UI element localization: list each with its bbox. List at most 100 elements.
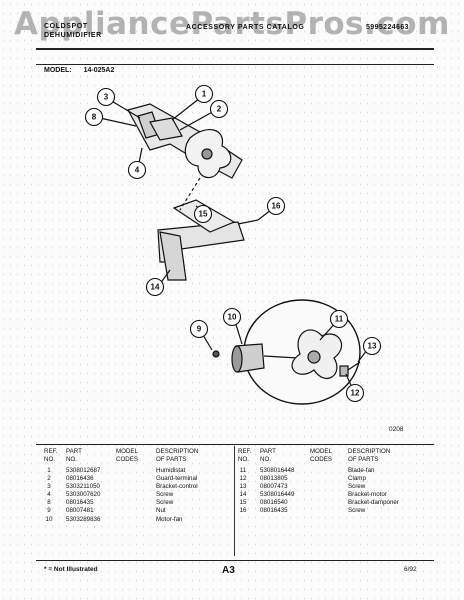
hdr-part-r-1: PART — [260, 448, 276, 455]
part-no-cell: 5308016448 — [260, 467, 295, 474]
description-cell: Motor-fan — [156, 515, 183, 523]
part-no-cell: 08016540 — [260, 499, 288, 507]
brand-line-2: DEHUMIDIFIER — [44, 32, 102, 39]
part-no-cell: 5308012687 — [66, 467, 101, 474]
ref-cell: 16 — [239, 507, 247, 515]
hdr-ref-r: REF. NO. — [238, 448, 251, 463]
catalog-part-number: 5995224663 — [366, 24, 409, 31]
description-cell: Screw — [348, 483, 366, 491]
brand-block: COLDSPOT DEHUMIDIFIER — [44, 22, 102, 40]
bracket-leg-shape — [159, 231, 187, 281]
hdr-desc-1: DESCRIPTION — [156, 448, 199, 455]
hdr-codes: MODEL CODES — [116, 448, 138, 463]
callout-8 — [84, 107, 104, 127]
guard-terminal-shape — [149, 117, 183, 141]
hdr-ref-r-1: REF. — [238, 448, 252, 455]
callout-9 — [189, 319, 209, 339]
callout-11 — [329, 309, 349, 329]
hdr-part-r-2: NO. — [260, 455, 272, 463]
nut-shape — [212, 350, 220, 358]
diagram-code: 0208 — [389, 426, 404, 433]
hdr-ref: REF. NO. — [44, 448, 57, 463]
callout-text-8: 8 — [92, 113, 97, 122]
callout-text-3: 3 — [104, 93, 109, 102]
catalog-title: ACCESSORY PARTS CATALOG — [186, 24, 305, 31]
footnote: * = Not Illustrated — [44, 566, 98, 573]
callout-text-12: 12 — [351, 389, 360, 398]
part-no-cell: 08013805 — [260, 475, 288, 483]
ref-cell: 11 — [239, 467, 247, 474]
ref-cell: 9 — [47, 507, 51, 515]
callout-text-9: 9 — [197, 325, 202, 334]
part-no-cell: 5303007620 — [66, 491, 101, 499]
callout-text-1: 1 — [202, 90, 207, 99]
callout-13 — [362, 336, 382, 356]
ref-cell: 3 — [47, 483, 51, 491]
part-no-cell: 08016435 — [66, 499, 94, 507]
callout-text-13: 13 — [368, 342, 377, 351]
hdr-ref-2: NO. — [44, 455, 56, 463]
description-cell: Screw — [348, 507, 366, 515]
table-top-rule — [36, 444, 434, 445]
part-no-cell: 08007473 — [260, 483, 288, 491]
screw-16-shape — [237, 219, 259, 225]
hdr-desc-2: OF PARTS — [156, 455, 187, 463]
callout-text-2: 2 — [217, 105, 222, 114]
screw-13-shape — [347, 361, 361, 371]
fan-hub-shape — [307, 350, 321, 364]
hdr-part: PART NO. — [66, 448, 82, 463]
description-cell: Bracket-control — [156, 483, 198, 491]
hdr-desc: DESCRIPTION OF PARTS — [156, 448, 198, 463]
revision-date: 6/92 — [404, 566, 417, 573]
hdr-desc-r-1: DESCRIPTION — [348, 448, 391, 455]
part-no-cell: 5303289836 — [66, 515, 101, 523]
description-cell: Humidistat — [156, 467, 186, 474]
model-line: MODEL:14-025A2 — [44, 67, 114, 74]
parts-table-right: REF. NO. PART NO. MODEL CODES DESCRIPTIO… — [238, 448, 438, 568]
model-rule — [36, 64, 434, 65]
description-cell: Screw — [156, 499, 174, 507]
callout-2 — [209, 99, 229, 119]
assembly-line — [179, 177, 201, 211]
callout-text-15: 15 — [199, 210, 208, 219]
motor-shaft-shape — [263, 355, 299, 359]
description-cell: Clamp — [348, 475, 366, 483]
hdr-ref-1: REF. — [44, 448, 58, 455]
table-divider — [234, 446, 235, 556]
hdr-codes-r-1: MODEL — [310, 448, 333, 455]
callout-text-14: 14 — [151, 283, 160, 292]
callout-12 — [345, 383, 365, 403]
callout-3 — [96, 87, 116, 107]
ref-cell: 15 — [239, 499, 247, 507]
callout-4 — [127, 160, 147, 180]
parts-table-left: REF. NO. PART NO. MODEL CODES DESCRIPTIO… — [44, 448, 234, 568]
page-number: A3 — [222, 565, 235, 576]
hdr-codes-1: MODEL — [116, 448, 139, 455]
description-cell: Bracket-motor — [348, 491, 387, 499]
ref-cell: 4 — [47, 491, 51, 499]
description-cell: Blade-fan — [348, 467, 375, 474]
description-cell: Screw — [156, 491, 174, 499]
callout-10 — [222, 307, 242, 327]
ref-cell: 10 — [45, 515, 53, 523]
callout-text-10: 10 — [228, 313, 237, 322]
description-cell: Nut — [156, 507, 166, 515]
callout-1 — [194, 84, 214, 104]
ref-cell: 14 — [239, 491, 247, 499]
motor-face-shape — [231, 345, 243, 373]
ref-cell: 1 — [47, 467, 51, 474]
part-no-cell: 08016436 — [66, 475, 94, 483]
callout-text-16: 16 — [272, 202, 281, 211]
ref-cell: 2 — [47, 475, 51, 483]
header-rule — [36, 48, 434, 50]
hdr-part-r: PART NO. — [260, 448, 276, 463]
footer-rule — [36, 560, 434, 561]
ref-cell: 8 — [47, 499, 51, 507]
ref-cell: 13 — [239, 483, 247, 491]
model-value: 14-025A2 — [83, 67, 115, 74]
hdr-codes-r: MODEL CODES — [310, 448, 332, 463]
callout-16 — [266, 196, 286, 216]
